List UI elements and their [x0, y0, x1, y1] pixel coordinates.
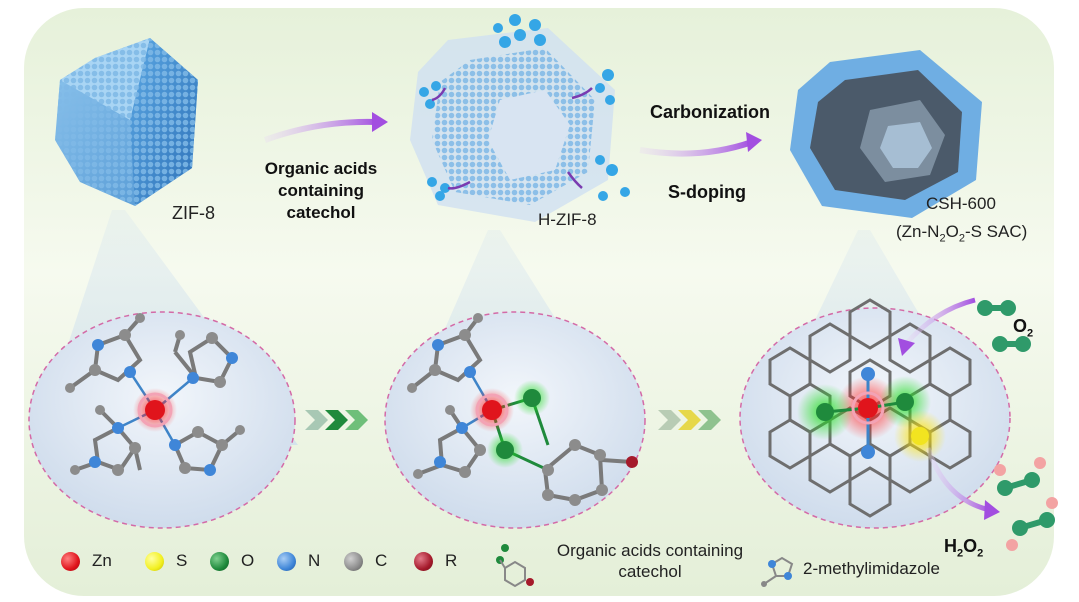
legend-r: R — [414, 551, 457, 571]
r-dot-icon — [414, 551, 433, 571]
legend-organic-acids: Organic acids containing catechol — [556, 541, 744, 581]
legend-o: O — [210, 551, 254, 571]
methylimidazole-icon — [761, 556, 794, 587]
legend-methylimidazole: 2-methylimidazole — [803, 559, 940, 578]
chevrons-2 — [658, 410, 721, 430]
legend-zn: Zn — [61, 551, 112, 571]
zif8-crystal — [55, 38, 198, 206]
hzif8-structure-circle — [384, 311, 646, 529]
hzif8-crystal — [410, 14, 630, 222]
organic-acid-icon — [496, 544, 534, 588]
label-hzif8: H-ZIF-8 — [538, 210, 597, 229]
arrow-step2 — [639, 139, 753, 157]
o-dot-icon — [210, 551, 229, 571]
label-step1: Organic acids containing catechol — [264, 159, 378, 222]
csh600-frame — [790, 50, 982, 218]
label-zif8: ZIF-8 — [172, 203, 215, 223]
legend-s: S — [145, 551, 187, 571]
label-o2: O2 — [1013, 316, 1034, 340]
s-dot-icon — [145, 551, 164, 571]
legend-n: N — [277, 551, 320, 571]
graphene-sac — [768, 298, 972, 518]
label-sdoping: S-doping — [668, 182, 746, 202]
o2-molecules — [898, 297, 1031, 356]
label-csh600: CSH-600 — [926, 194, 996, 213]
label-carbonization: Carbonization — [650, 102, 770, 122]
legend-c: C — [344, 551, 387, 571]
h2o2-molecules — [925, 447, 1058, 551]
hzif8-molecule — [407, 313, 638, 506]
zn-dot-icon — [61, 551, 80, 571]
label-h2o2: H2O2 — [944, 536, 984, 560]
arrow-step1 — [263, 118, 379, 143]
c-dot-icon — [344, 551, 363, 571]
zif8-molecule — [65, 313, 245, 476]
label-sac: (Zn-N2O2-S SAC) — [896, 222, 1028, 245]
n-dot-icon — [277, 551, 296, 571]
chevrons-1 — [305, 410, 368, 430]
